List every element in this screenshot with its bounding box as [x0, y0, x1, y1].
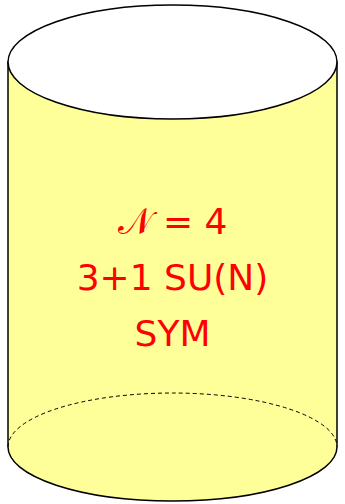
text-group: 𝒩 = 43+1 SU(N)SYM [20, 194, 325, 362]
cylinder-body [8, 62, 337, 501]
cylinder-label: 𝒩 = 4 [118, 194, 228, 250]
hidden-edge [8, 393, 337, 447]
cylinder-label: SYM [135, 306, 211, 362]
cylinder-label: 3+1 SU(N) [77, 250, 269, 306]
cylinder-top [8, 5, 337, 119]
